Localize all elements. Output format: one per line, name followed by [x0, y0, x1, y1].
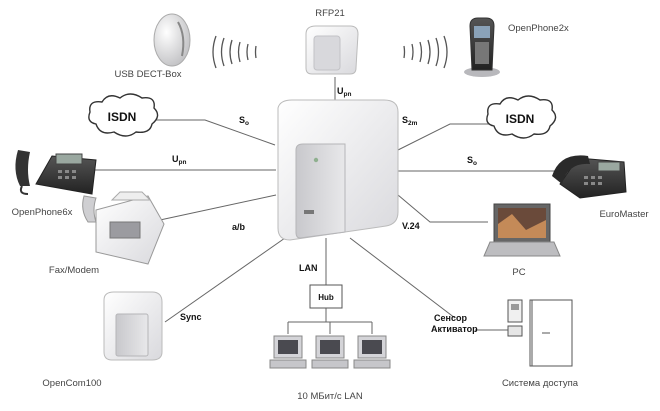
wires: [92, 77, 556, 334]
opencom100-label: OpenCom100: [42, 378, 101, 389]
lan-pc-3: [353, 335, 391, 369]
isdn-right-label: ISDN: [506, 112, 535, 126]
usb-dect-box-label: USB DECT-Box: [114, 69, 181, 80]
openphone6x-device: OpenPhone6x: [12, 150, 97, 218]
link-lan: LAN: [299, 263, 318, 273]
isdn-left-label: ISDN: [108, 110, 137, 124]
opencom100-device: OpenCom100: [42, 291, 163, 389]
lan-pcs-label: 10 МБит/с LAN: [297, 391, 363, 402]
link-activator: Активатор: [431, 324, 478, 334]
link-upn-left: Upn: [172, 154, 186, 166]
link-upn-top: Upn: [337, 86, 351, 98]
openphone2x-device: OpenPhone2x: [464, 17, 569, 77]
wire-isdn-left: [152, 119, 276, 146]
rfp21-label: RFP21: [315, 8, 345, 19]
openphone6x-label: OpenPhone6x: [12, 207, 73, 218]
link-sensor: Сенсор: [434, 313, 467, 323]
fax-modem-device: Fax/Modem: [49, 191, 165, 276]
radio-waves-right: [403, 35, 448, 69]
lan-pc-2: [311, 335, 349, 369]
isdn-cloud-left: ISDN: [88, 93, 159, 137]
hub-device: Hub: [309, 284, 343, 309]
pc-device: PC: [483, 203, 561, 278]
wire-access: [349, 237, 456, 319]
link-so-right: So: [467, 155, 477, 167]
rfp21-device: RFP21: [305, 8, 359, 75]
isdn-cloud-right: ISDN: [486, 95, 557, 139]
link-sync: Sync: [180, 312, 202, 322]
link-s2m: S2m: [402, 115, 418, 127]
access-system-label: Система доступа: [502, 378, 579, 389]
pc-label: PC: [512, 267, 525, 278]
hub-label: Hub: [318, 293, 334, 302]
lan-pc-1: [269, 335, 307, 369]
link-v24: V.24: [402, 221, 420, 231]
access-system-device: Система доступа: [502, 299, 579, 389]
fax-modem-label: Fax/Modem: [49, 265, 99, 276]
wire-sync: [164, 237, 286, 323]
usb-dect-box-device: USB DECT-Box: [114, 13, 191, 80]
link-labels: Upn So Upn a/b S2m So V.24 LAN Sync Сенс…: [172, 86, 478, 334]
wire-pc: [397, 194, 488, 223]
radio-waves-left: [212, 35, 257, 69]
lan-pcs-group: 10 МБит/с LAN: [269, 335, 391, 402]
wire-fax: [159, 194, 277, 221]
wire-isdn-right: [397, 123, 490, 151]
euromaster-label: EuroMaster: [599, 209, 648, 220]
central-pbx: [277, 99, 399, 241]
link-so-left: So: [239, 115, 249, 127]
openphone2x-label: OpenPhone2x: [508, 23, 569, 34]
euromaster-device: EuroMaster: [552, 155, 649, 220]
link-ab: a/b: [232, 222, 246, 232]
